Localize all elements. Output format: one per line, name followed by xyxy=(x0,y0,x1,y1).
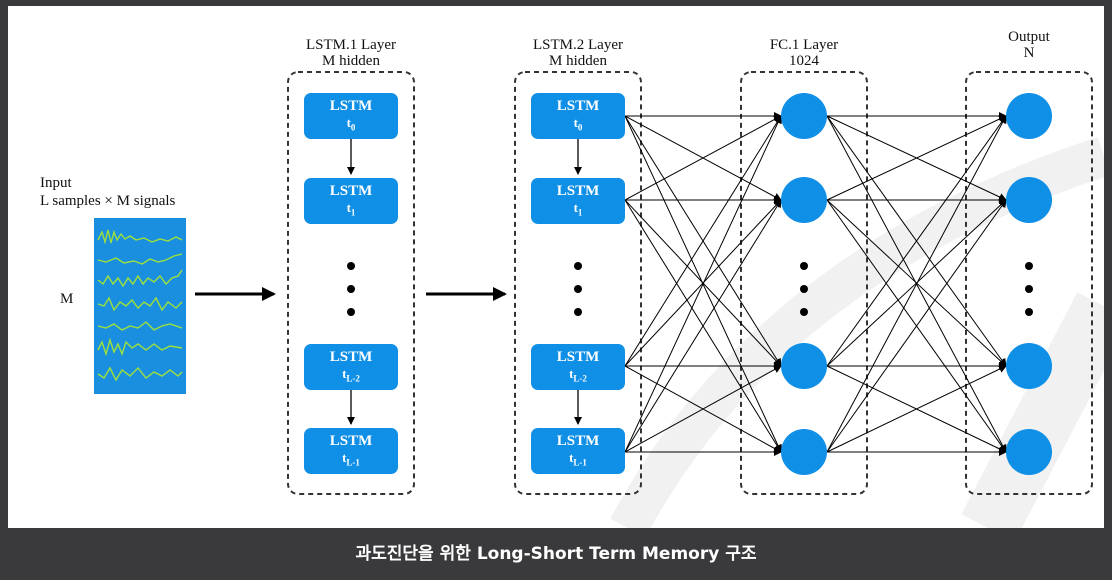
lstm1-cell-tL-1: LSTM tL-1 xyxy=(304,428,398,474)
cell-label: LSTM xyxy=(329,183,373,199)
fc1-subtitle: 1024 xyxy=(789,53,819,69)
ellipsis-dot xyxy=(347,308,355,316)
lstm1-cell-t0: LSTM t0 xyxy=(304,93,398,139)
lstm2-cell-t1: LSTM t1 xyxy=(531,178,625,224)
cell-time-sub: 1 xyxy=(577,207,583,218)
lstm2-title: LSTM.2 Layer xyxy=(533,37,623,53)
figure-caption: 과도진단을 위한 Long-Short Term Memory 구조 xyxy=(355,544,757,564)
connection-line xyxy=(624,365,782,453)
output-node xyxy=(1006,343,1052,389)
cell-label: LSTM xyxy=(556,183,600,199)
cell-time-sub: 0 xyxy=(577,122,583,133)
cell-time-sub: L-2 xyxy=(346,373,360,384)
fc1-node xyxy=(781,429,827,475)
cell-label: LSTM xyxy=(329,98,373,114)
ellipsis-dot xyxy=(347,262,355,270)
ellipsis-dot xyxy=(1025,308,1033,316)
fc1-node xyxy=(781,343,827,389)
output-node xyxy=(1006,93,1052,139)
lstm2-subtitle: M hidden xyxy=(549,53,607,69)
lstm1-subtitle: M hidden xyxy=(322,53,380,69)
cell-time: t xyxy=(569,450,574,465)
connection-line xyxy=(624,115,782,367)
cell-time: t xyxy=(346,115,351,130)
connection-line xyxy=(826,115,1007,201)
cell-time: t xyxy=(573,200,578,215)
connection-line xyxy=(826,115,1007,367)
cell-time: t xyxy=(573,115,578,130)
cell-time-sub: 0 xyxy=(350,122,356,133)
input-title: Input xyxy=(40,175,72,191)
fc1-node xyxy=(781,177,827,223)
ellipsis-dot xyxy=(800,262,808,270)
cell-label: LSTM xyxy=(329,433,373,449)
connection-line xyxy=(826,199,1007,453)
lstm1-cell-tL-2: LSTM tL-2 xyxy=(304,344,398,390)
fc1-to-output-connections xyxy=(826,112,1007,456)
lstm1-cell-t1: LSTM t1 xyxy=(304,178,398,224)
lstm2-cell-tL-1: LSTM tL-1 xyxy=(531,428,625,474)
cell-label: LSTM xyxy=(556,433,600,449)
output-title: Output xyxy=(1008,29,1050,45)
ellipsis-dot xyxy=(1025,285,1033,293)
lstm2-cell-tL-2: LSTM tL-2 xyxy=(531,344,625,390)
cell-time: t xyxy=(569,366,574,381)
ellipsis-dot xyxy=(800,308,808,316)
input-subtitle: L samples × M signals xyxy=(40,193,176,209)
lstm1-title: LSTM.1 Layer xyxy=(306,37,396,53)
connection-line xyxy=(624,115,782,201)
ellipsis-dot xyxy=(1025,262,1033,270)
watermark-swoosh xyxy=(961,292,1104,528)
connection-line xyxy=(624,199,782,453)
output-node xyxy=(1006,429,1052,475)
cell-label: LSTM xyxy=(556,98,600,114)
cell-time-sub: 1 xyxy=(350,207,356,218)
ellipsis-dot xyxy=(574,308,582,316)
connection-line xyxy=(624,115,782,453)
lstm2-cell-t0: LSTM t0 xyxy=(531,93,625,139)
cell-time: t xyxy=(342,450,347,465)
ellipsis-dot xyxy=(800,285,808,293)
cell-time: t xyxy=(342,366,347,381)
cell-label: LSTM xyxy=(556,349,600,365)
output-subtitle: N xyxy=(1023,45,1035,61)
connection-line xyxy=(826,365,1007,453)
lstm2-to-fc1-connections xyxy=(624,112,782,456)
cell-time: t xyxy=(346,200,351,215)
input-dimension-label: M xyxy=(60,291,74,307)
caption-bar: 과도진단을 위한 Long-Short Term Memory 구조 xyxy=(0,528,1112,580)
cell-time-sub: L-1 xyxy=(346,457,360,468)
ellipsis-dot xyxy=(347,285,355,293)
output-node xyxy=(1006,177,1052,223)
connection-line xyxy=(826,115,1007,453)
signal-plot-image xyxy=(94,218,186,394)
cell-time-sub: L-2 xyxy=(573,373,587,384)
cell-time-sub: L-1 xyxy=(573,457,587,468)
ellipsis-dot xyxy=(574,262,582,270)
fc1-title: FC.1 Layer xyxy=(769,37,839,53)
ellipsis-dot xyxy=(574,285,582,293)
cell-label: LSTM xyxy=(329,349,373,365)
fc1-node xyxy=(781,93,827,139)
diagram-canvas: Input L samples × M signals M LSTM.1 Lay… xyxy=(8,6,1104,528)
